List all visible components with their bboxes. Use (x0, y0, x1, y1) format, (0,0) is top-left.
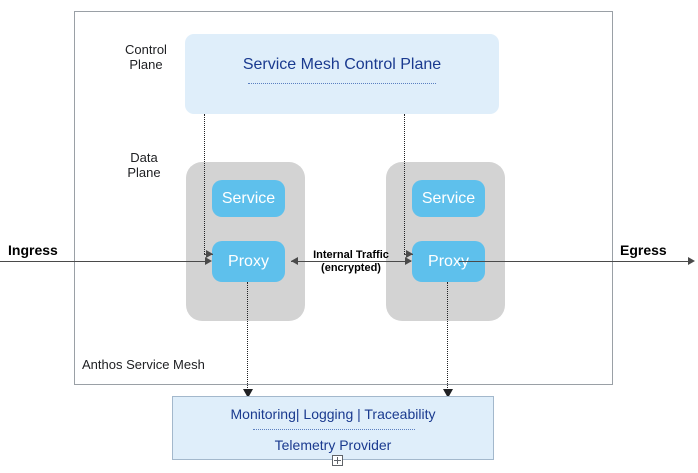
internal-traffic-label: Internal Traffic (encrypted) (303, 249, 399, 275)
egress-label: Egress (620, 242, 667, 258)
data-plane-label-line1: Data (130, 150, 158, 165)
proxy-to-telemetry-left-arrowhead (242, 389, 253, 398)
control-to-proxy-right-vertical (404, 114, 405, 254)
proxy-to-telemetry-left-vertical (247, 282, 248, 392)
proxy-to-telemetry-right-arrowhead (442, 389, 453, 398)
control-plane-label-line2: Plane (129, 57, 163, 72)
egress-arrowhead (688, 256, 695, 265)
ingress-label: Ingress (8, 242, 58, 258)
resize-handle-plus-icon[interactable] (332, 455, 343, 466)
ingress-traffic-line (0, 261, 206, 262)
internal-traffic-label-line1: Internal Traffic (313, 249, 389, 261)
data-plane-label: Data Plane (119, 150, 169, 180)
internal-traffic-arrowhead-right (405, 256, 412, 265)
service-node-right[interactable]: Service (412, 180, 485, 217)
control-to-proxy-left-arrowhead (206, 249, 213, 258)
internal-traffic-line (291, 261, 411, 262)
control-plane-label: Control Plane (117, 42, 175, 72)
telemetry-capabilities-title: Monitoring| Logging | Traceability (230, 406, 436, 422)
egress-traffic-line (459, 261, 690, 262)
proxy-node-left[interactable]: Proxy (212, 241, 285, 282)
data-plane-label-line2: Plane (127, 165, 161, 180)
control-to-proxy-right-arrowhead (406, 249, 413, 258)
anthos-service-mesh-label: Anthos Service Mesh (82, 357, 205, 372)
ingress-arrowhead (205, 256, 212, 265)
control-to-proxy-left-vertical (204, 114, 205, 254)
service-mesh-control-plane-title: Service Mesh Control Plane (242, 56, 442, 73)
internal-traffic-label-line2: (encrypted) (321, 262, 381, 274)
telemetry-provider-box[interactable]: Monitoring| Logging | Traceability Telem… (172, 396, 494, 460)
telemetry-provider-subtitle: Telemetry Provider (274, 437, 392, 453)
internal-traffic-arrowhead-left (291, 256, 298, 265)
control-plane-title-underline (248, 83, 436, 84)
telemetry-title-underline (253, 429, 415, 430)
service-mesh-control-plane-panel[interactable]: Service Mesh Control Plane (185, 34, 499, 114)
pod-right[interactable]: Service Proxy (386, 162, 505, 321)
proxy-to-telemetry-right-vertical (447, 282, 448, 392)
control-plane-label-line1: Control (125, 42, 167, 57)
pod-left[interactable]: Service Proxy (186, 162, 305, 321)
service-node-left[interactable]: Service (212, 180, 285, 217)
